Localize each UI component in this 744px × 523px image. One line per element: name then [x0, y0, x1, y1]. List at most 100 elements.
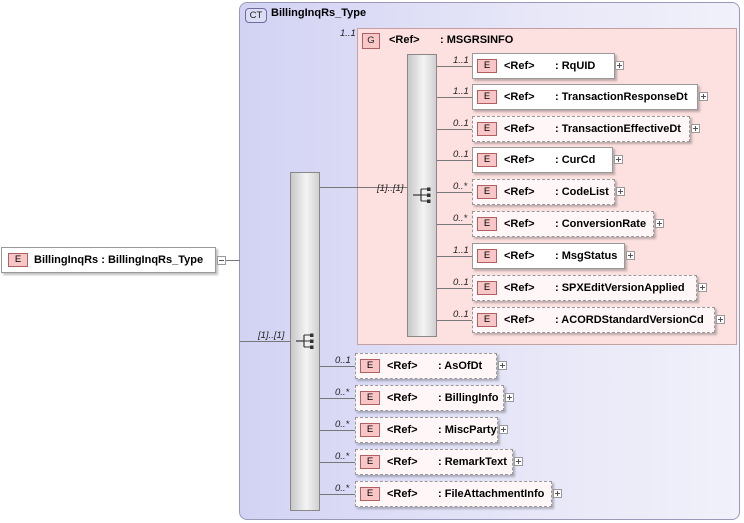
element-occurrence: 0..* [335, 483, 350, 494]
element-conversionrate[interactable]: E <Ref> : ConversionRate [472, 211, 654, 237]
element-rquid[interactable]: E <Ref> : RqUID [472, 53, 615, 79]
element-ref: <Ref> [504, 60, 535, 72]
connector [437, 129, 472, 130]
element-badge: E [360, 359, 380, 373]
connector [320, 494, 355, 495]
expand-toggle[interactable] [698, 283, 707, 292]
element-ref: <Ref> [504, 91, 535, 103]
element-name: : TransactionEffectiveDt [555, 123, 681, 135]
connector [320, 430, 355, 431]
root-element[interactable]: E BillingInqRs : BillingInqRs_Type [1, 247, 216, 273]
element-badge: E [477, 313, 497, 327]
element-name: : ConversionRate [555, 218, 647, 230]
element-transactioneffectivedt[interactable]: E <Ref> : TransactionEffectiveDt [472, 116, 690, 142]
element-occurrence: 0..1 [335, 355, 351, 366]
expand-toggle[interactable] [716, 315, 725, 324]
element-remarktext[interactable]: E <Ref> : RemarkText [355, 449, 513, 475]
element-occurrence: 1..1 [453, 245, 469, 256]
expand-toggle[interactable] [691, 124, 700, 133]
outer-sequence-occurrence: [1]..[1] [258, 330, 285, 341]
element-name: : ACORDStandardVersionCd [555, 314, 704, 326]
element-ref: <Ref> [387, 392, 418, 404]
element-name: : TransactionResponseDt [555, 91, 688, 103]
element-badge: E [477, 281, 497, 295]
expand-toggle[interactable] [615, 61, 624, 70]
sequence-icon [413, 187, 431, 203]
expand-toggle[interactable] [626, 251, 635, 260]
element-ref: <Ref> [504, 123, 535, 135]
connector [320, 366, 355, 367]
element-occurrence: 1..1 [453, 55, 469, 66]
element-badge: E [360, 487, 380, 501]
element-ref: <Ref> [387, 488, 418, 500]
connector [437, 160, 472, 161]
connector [437, 192, 472, 193]
element-name: : RqUID [555, 60, 596, 72]
element-ref: <Ref> [387, 456, 418, 468]
element-miscparty[interactable]: E <Ref> : MiscParty [355, 417, 498, 443]
element-ref: <Ref> [387, 424, 418, 436]
element-spxeditversionapplied[interactable]: E <Ref> : SPXEditVersionApplied [472, 275, 697, 301]
element-occurrence: 0..* [453, 213, 468, 224]
collapse-toggle[interactable] [217, 256, 226, 265]
element-badge: E [477, 249, 497, 263]
element-codelist[interactable]: E <Ref> : CodeList [472, 179, 615, 205]
element-name: : CodeList [555, 186, 609, 198]
sequence-icon [296, 333, 314, 349]
complex-type-badge: CT [245, 8, 267, 23]
element-name: : AsOfDt [438, 360, 483, 372]
expand-toggle[interactable] [553, 489, 562, 498]
connector [437, 288, 472, 289]
expand-toggle[interactable] [699, 92, 708, 101]
expand-toggle[interactable] [514, 457, 523, 466]
connector [437, 97, 472, 98]
connector [320, 462, 355, 463]
element-ref: <Ref> [504, 186, 535, 198]
element-badge: E [477, 90, 497, 104]
group-name: : MSGRSINFO [440, 34, 514, 46]
element-billinginfo[interactable]: E <Ref> : BillingInfo [355, 385, 504, 411]
element-acordstandardversioncd[interactable]: E <Ref> : ACORDStandardVersionCd [472, 307, 715, 333]
element-name: : FileAttachmentInfo [438, 488, 545, 500]
element-msgstatus[interactable]: E <Ref> : MsgStatus [472, 243, 625, 269]
connector [437, 66, 472, 67]
element-fileattachmentinfo[interactable]: E <Ref> : FileAttachmentInfo [355, 481, 552, 507]
expand-toggle[interactable] [499, 425, 508, 434]
connector [240, 341, 290, 342]
connector [320, 187, 407, 188]
element-asofdt[interactable]: E <Ref> : AsOfDt [355, 353, 497, 379]
element-ref: <Ref> [387, 360, 418, 372]
element-occurrence: 0..1 [453, 309, 469, 320]
expand-toggle[interactable] [498, 361, 507, 370]
inner-sequence-occurrence: [1]..[1] [377, 183, 404, 194]
complex-type-title: BillingInqRs_Type [271, 7, 367, 19]
element-occurrence: 1..1 [453, 86, 469, 97]
element-occurrence: 0..* [335, 419, 350, 430]
group-badge: G [362, 33, 380, 49]
connector [320, 398, 355, 399]
element-occurrence: 0..* [335, 387, 350, 398]
connector [226, 260, 240, 261]
expand-toggle[interactable] [655, 219, 664, 228]
element-badge: E [8, 253, 28, 267]
element-occurrence: 0..* [335, 451, 350, 462]
element-name: : CurCd [555, 154, 596, 166]
element-occurrence: 0..* [453, 181, 468, 192]
expand-toggle[interactable] [616, 187, 625, 196]
element-curcd[interactable]: E <Ref> : CurCd [472, 147, 613, 173]
element-transactionresponsedt[interactable]: E <Ref> : TransactionResponseDt [472, 84, 698, 110]
element-badge: E [360, 423, 380, 437]
group-occurrence: 1..1 [340, 28, 356, 39]
element-name: : MiscParty [438, 424, 497, 436]
element-badge: E [477, 59, 497, 73]
expand-toggle[interactable] [614, 155, 623, 164]
element-occurrence: 0..1 [453, 149, 469, 160]
expand-toggle[interactable] [505, 393, 514, 402]
connector [437, 320, 472, 321]
connector [437, 224, 472, 225]
element-name: : BillingInfo [438, 392, 499, 404]
element-ref: <Ref> [504, 154, 535, 166]
root-element-label: BillingInqRs : BillingInqRs_Type [34, 254, 204, 266]
connector [437, 256, 472, 257]
element-badge: E [477, 153, 497, 167]
